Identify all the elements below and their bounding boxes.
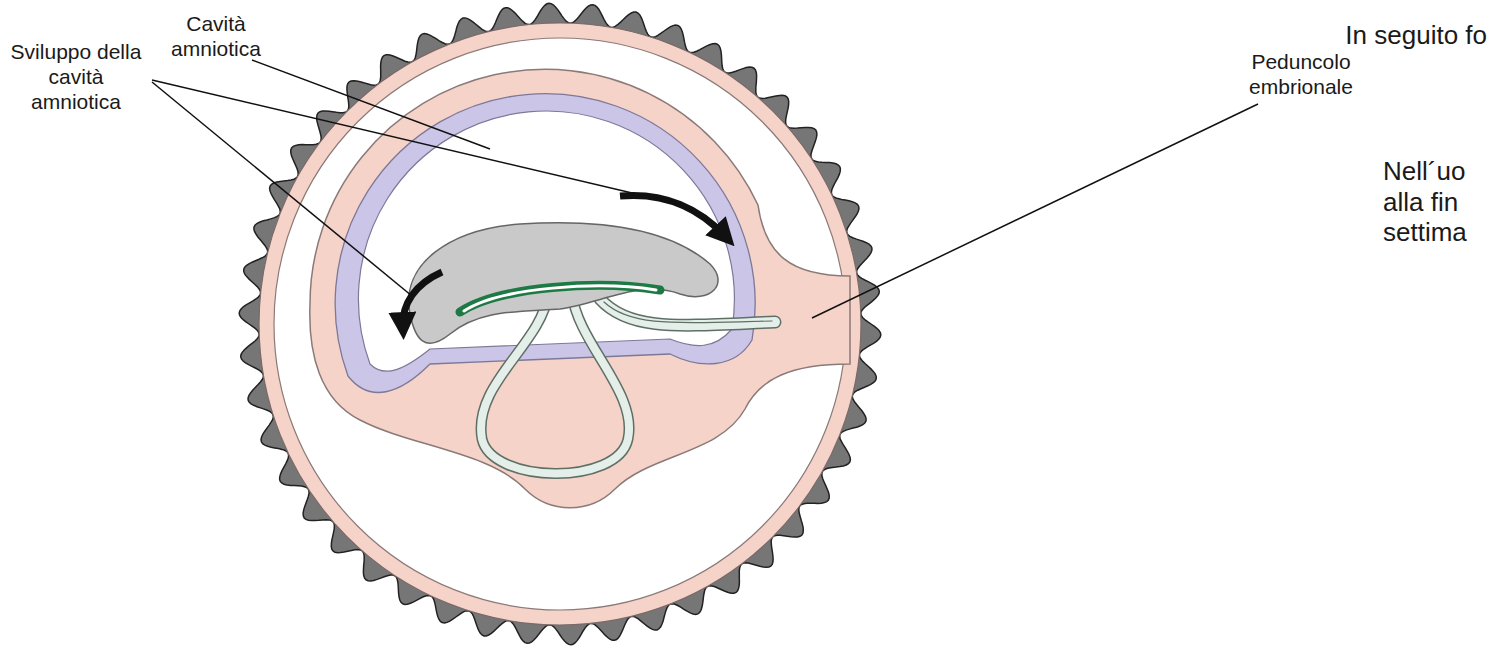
part-label: Cavità amniotica bbox=[160, 12, 272, 62]
leader-line bbox=[152, 82, 412, 296]
amniotic-cavity bbox=[358, 111, 734, 371]
part-label: Peduncolo embrionale bbox=[1236, 50, 1366, 100]
extraembryonic-mesoderm bbox=[310, 69, 850, 507]
chorionic-cavity bbox=[274, 38, 846, 610]
endoderm bbox=[460, 285, 660, 312]
allantois-lumen bbox=[604, 302, 772, 323]
leader-line bbox=[812, 104, 1258, 318]
yolk-sac bbox=[481, 294, 629, 474]
chorion-mesoderm bbox=[259, 23, 861, 625]
slide-text: In seguito fo bbox=[1345, 20, 1487, 51]
chorionic-villi bbox=[239, 3, 881, 645]
yolk-sac-outline bbox=[481, 294, 629, 474]
growth-arrow bbox=[403, 272, 442, 326]
embryonic-disc bbox=[409, 223, 718, 343]
growth-arrow bbox=[620, 195, 725, 236]
part-label: Sviluppo della cavità amniotica bbox=[6, 40, 146, 114]
allantois-outline bbox=[600, 299, 775, 325]
endoderm-lumen bbox=[464, 286, 656, 311]
slide-text: Nell´uo alla fin settima bbox=[1383, 156, 1489, 248]
leader-line bbox=[152, 80, 683, 205]
leader-line bbox=[252, 60, 490, 149]
allantois bbox=[600, 299, 775, 325]
